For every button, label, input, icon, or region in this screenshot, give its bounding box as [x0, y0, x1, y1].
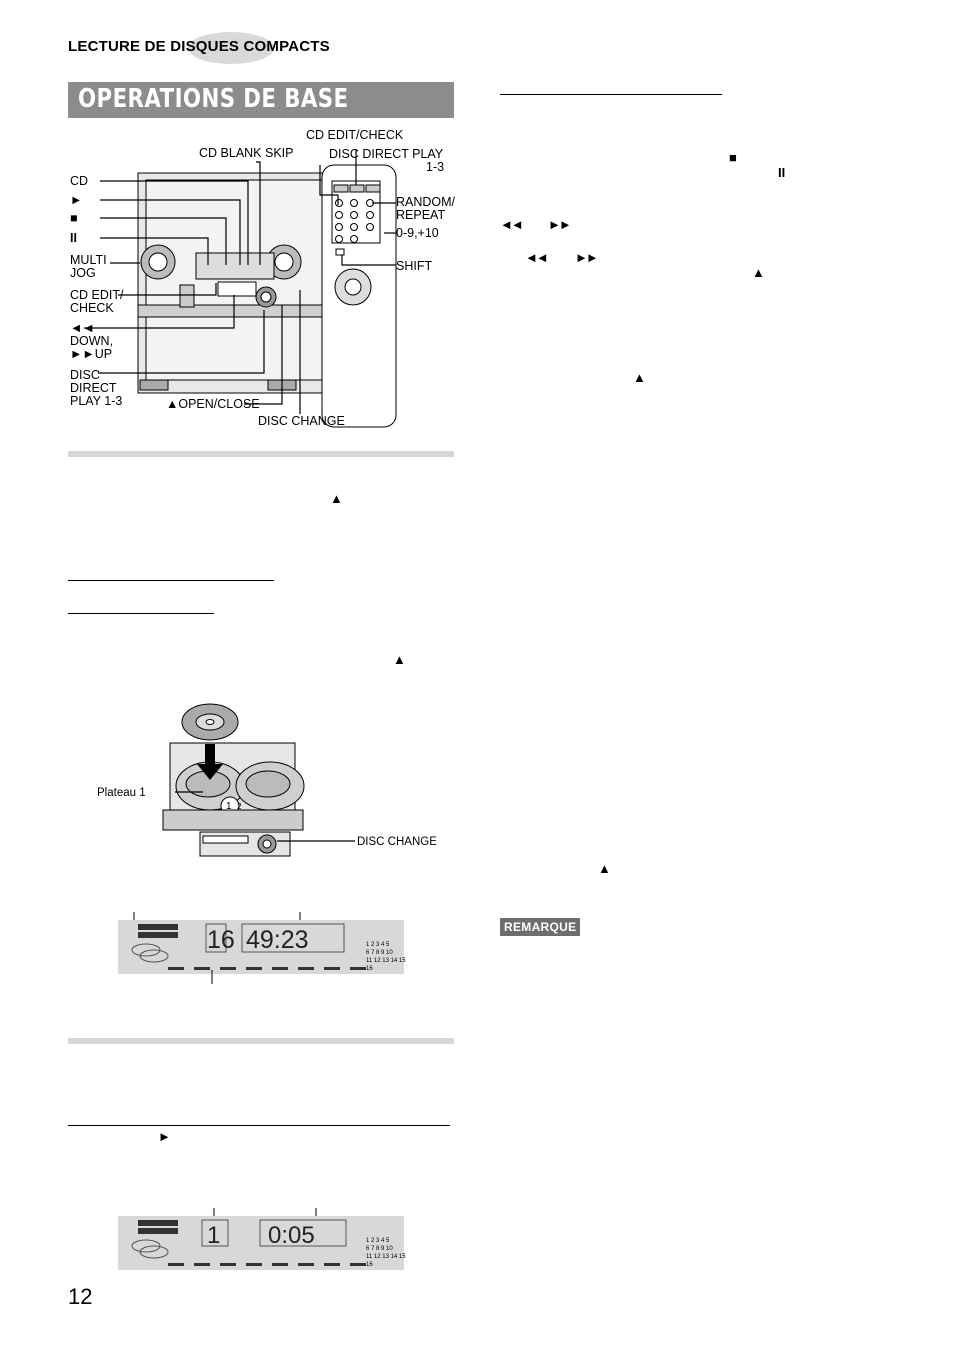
label-cd-blank-skip: CD BLANK SKIP	[199, 146, 293, 160]
subheading-rule-3	[68, 1125, 450, 1126]
disc-change-label: DISC CHANGE	[357, 836, 437, 848]
lcd-2-track-calendar-row3: 11 12 13 14 15	[366, 1254, 406, 1260]
eject-icon: ▲	[598, 861, 611, 876]
section-title: LECTURE DE DISQUES COMPACTS	[68, 38, 330, 55]
unit-diagram: CD ► ■ II MULTI JOG CD EDIT/ CHECK ◄◄ DO…	[70, 128, 456, 428]
title-bar	[68, 82, 454, 118]
right-rule-1	[500, 94, 722, 95]
lcd-display-2: 1 0:05 1 2 3 4 5 6 7 8 9 10 11 12 13 14 …	[118, 1208, 406, 1270]
label-rew: ◄◄	[70, 321, 95, 335]
pause-icon: II	[778, 165, 786, 180]
label-check: CHECK	[70, 301, 114, 315]
leader-lines	[84, 149, 396, 414]
lcd-2-track-calendar-row2: 6 7 8 9 10	[366, 1246, 393, 1252]
eject-icon: ▲	[393, 652, 406, 667]
page-number: 12	[68, 1284, 93, 1309]
lcd-1-track-calendar: 1 2 3 4 5	[366, 942, 390, 948]
label-stop: ■	[70, 211, 78, 225]
lcd-2-time: 0:05	[268, 1222, 315, 1249]
rewind-icon: ◄◄	[525, 250, 549, 265]
eject-icon: ▲	[330, 491, 343, 506]
subheading-rule-2	[68, 613, 214, 614]
lcd-1-track: 16	[207, 926, 235, 954]
disc-tray-drawing	[162, 703, 305, 857]
fast-forward-icon: ►►	[548, 217, 572, 232]
tray-number-2: 2	[237, 802, 242, 811]
page-title: OPERATIONS DE BASE	[78, 84, 349, 114]
lcd-display-1: 16 49:23 1 2 3 4 5 6 7 8 9 10 11 12 13 1…	[118, 912, 406, 984]
label-disc-direct-play: DISC DIRECT PLAY	[329, 147, 444, 161]
lcd-2-track: 1	[207, 1222, 220, 1249]
label-1-3: 1-3	[426, 160, 444, 174]
tray-label: Plateau 1	[97, 787, 146, 799]
label-direct: DIRECT	[70, 381, 117, 395]
play-icon: ►	[158, 1129, 171, 1144]
diagram-labels: CD ► ■ II MULTI JOG CD EDIT/ CHECK ◄◄ DO…	[70, 128, 456, 428]
label-down: DOWN,	[70, 334, 113, 348]
tray-diagram: 1 2 Plateau 1 DISC CHANGE	[97, 703, 437, 857]
label-ff-up: ►►UP	[70, 347, 112, 361]
label-disc-change: DISC CHANGE	[258, 414, 345, 428]
label-multi: MULTI	[70, 253, 107, 267]
stereo-unit-drawing	[137, 164, 397, 428]
label-pause: II	[70, 231, 77, 245]
tray-number-1: 1	[226, 801, 232, 812]
lcd-1-track-calendar-row4: 16	[366, 966, 373, 972]
label-repeat: REPEAT	[396, 208, 445, 222]
label-random: RANDOM/	[396, 195, 456, 209]
lcd-2-track-calendar: 1 2 3 4 5	[366, 1238, 390, 1244]
lcd-1-track-calendar-row2: 6 7 8 9 10	[366, 950, 393, 956]
stop-icon: ■	[729, 150, 737, 165]
label-play: ►	[70, 193, 82, 207]
section-band-1	[68, 451, 454, 457]
insert-arrow	[197, 744, 223, 780]
eject-icon: ▲	[752, 265, 765, 280]
remark-badge: REMARQUE	[500, 918, 581, 936]
header-highlight	[188, 32, 274, 64]
label-shift: SHIFT	[396, 259, 432, 273]
eject-icon: ▲	[633, 370, 646, 385]
label-disc: DISC	[70, 368, 100, 382]
section-band-2	[68, 1038, 454, 1044]
lcd-1-track-calendar-row3: 11 12 13 14 15	[366, 958, 406, 964]
fast-forward-icon: ►►	[575, 250, 599, 265]
rewind-icon: ◄◄	[500, 217, 524, 232]
lcd-1-dashes	[168, 967, 366, 970]
label-cd: CD	[70, 174, 88, 188]
label-numbers: 0-9,+10	[396, 226, 439, 240]
label-jog: JOG	[70, 266, 96, 280]
label-cd-edit: CD EDIT/	[70, 288, 124, 302]
label-cd-edit-check-remote: CD EDIT/CHECK	[306, 128, 404, 142]
label-play-1-3: PLAY 1-3	[70, 394, 122, 408]
lcd-2-dashes	[168, 1263, 366, 1266]
lcd-1-time: 49:23	[246, 926, 309, 954]
label-open-close: ▲OPEN/CLOSE	[166, 397, 260, 411]
subheading-rule-1	[68, 580, 274, 581]
lcd-2-track-calendar-row4: 16	[366, 1262, 373, 1268]
